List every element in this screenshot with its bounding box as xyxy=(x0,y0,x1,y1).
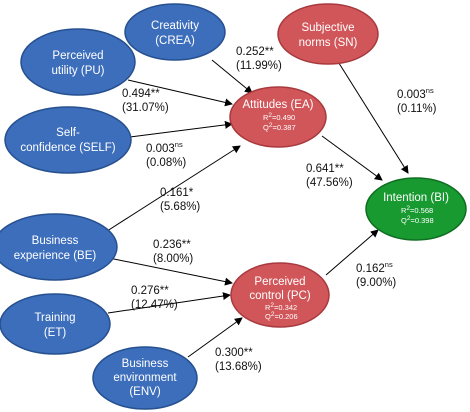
coef-be-pc: 0.236** xyxy=(153,239,191,251)
node-crea-line1: Creativity xyxy=(151,20,199,32)
node-bi-title: Intention (BI) xyxy=(383,192,449,204)
pct-be-ea: (5.68%) xyxy=(160,201,200,213)
arrow-be-pc xyxy=(108,257,233,286)
pct-et-pc: (12.47%) xyxy=(131,299,178,311)
node-et: Training (ET) xyxy=(0,293,111,355)
node-pu: Perceived utility (PU) xyxy=(20,28,136,96)
node-env-line3: (ENV) xyxy=(129,386,160,398)
label-pc-bi: 0.162ns (9.00%) xyxy=(356,260,396,289)
label-be-ea: 0.161* (5.68%) xyxy=(160,187,200,213)
node-be-line1: Business xyxy=(32,235,79,247)
pct-env-pc: (13.68%) xyxy=(215,361,262,373)
label-sn-bi: 0.003ns (0.11%) xyxy=(397,86,437,115)
label-et-pc: 0.276** (12.47%) xyxy=(131,285,178,311)
node-et-line1: Training xyxy=(34,312,75,324)
node-pc-shape xyxy=(230,262,330,328)
node-self: Self- confidence (SELF) xyxy=(4,106,132,174)
arrow-env-pc xyxy=(187,317,243,358)
label-ea-bi: 0.641** (47.56%) xyxy=(306,163,353,189)
node-ea-r2: R2=0.490 xyxy=(263,112,295,122)
node-crea-shape xyxy=(124,3,226,61)
node-be: Business experience (BE) xyxy=(0,213,118,281)
node-pc-q2: Q2=0.206 xyxy=(265,311,298,321)
node-sn: Subjective norms (SN) xyxy=(277,3,379,65)
path-arrows xyxy=(103,59,409,358)
node-self-line1: Self- xyxy=(56,127,80,139)
node-ea-title: Attitudes (EA) xyxy=(243,99,314,111)
node-env: Business environment (ENV) xyxy=(92,346,198,410)
pct-crea-ea: (11.99%) xyxy=(236,60,282,72)
node-pc-r2: R2=0.342 xyxy=(265,302,297,312)
label-pu-ea: 0.494** (31.07%) xyxy=(122,88,169,114)
arrow-et-pc xyxy=(107,292,231,314)
pct-self-ea: (0.08%) xyxy=(146,157,186,169)
arrow-pu-ea xyxy=(127,79,233,107)
node-env-line2: environment xyxy=(113,372,177,384)
node-ea: Attitudes (EA) R2=0.490 Q2=0.387 xyxy=(229,86,327,148)
coef-env-pc: 0.300** xyxy=(215,347,253,359)
node-pu-line1: Perceived xyxy=(52,50,103,62)
pct-be-pc: (8.00%) xyxy=(153,253,193,265)
node-crea: Creativity (CREA) xyxy=(124,3,226,61)
node-self-line2: confidence (SELF) xyxy=(20,142,115,154)
label-be-pc: 0.236** (8.00%) xyxy=(153,239,193,265)
node-bi-q2: Q2=0.398 xyxy=(401,215,434,225)
node-pc-line1: Perceived xyxy=(254,276,305,288)
arrow-sn-bi xyxy=(336,59,409,174)
node-bi: Intention (BI) R2=0.568 Q2=0.398 xyxy=(365,177,467,241)
coef-pu-ea: 0.494** xyxy=(122,88,160,100)
node-env-shape xyxy=(92,346,198,410)
node-et-shape xyxy=(0,293,111,355)
coef-sn-bi: 0.003ns xyxy=(397,86,434,101)
node-crea-line2: (CREA) xyxy=(155,35,195,47)
arrow-ea-bi xyxy=(321,135,383,181)
arrow-crea-ea xyxy=(211,59,253,94)
label-env-pc: 0.300** (13.68%) xyxy=(215,347,262,373)
label-self-ea: 0.003ns (0.08%) xyxy=(146,140,186,169)
coef-ea-bi: 0.641** xyxy=(306,163,344,175)
coef-crea-ea: 0.252** xyxy=(236,46,274,58)
node-sn-shape xyxy=(277,3,379,65)
node-be-shape xyxy=(0,213,118,281)
pct-sn-bi: (0.11%) xyxy=(397,103,437,115)
node-bi-shape xyxy=(365,177,467,241)
arrow-be-ea xyxy=(103,145,241,234)
pct-pu-ea: (31.07%) xyxy=(122,102,169,114)
coef-et-pc: 0.276** xyxy=(131,285,169,297)
arrow-pc-bi xyxy=(325,229,379,276)
arrow-self-ea xyxy=(129,120,233,138)
node-pc: Perceived control (PC) R2=0.342 Q2=0.206 xyxy=(230,262,330,328)
node-ea-q2: Q2=0.387 xyxy=(263,122,296,132)
coef-self-ea: 0.003ns xyxy=(146,140,183,155)
node-sn-line1: Subjective xyxy=(301,22,354,34)
label-crea-ea: 0.252** (11.99%) xyxy=(236,46,282,72)
node-pc-line2: control (PC) xyxy=(249,290,311,302)
coef-be-ea: 0.161* xyxy=(160,187,194,199)
node-bi-r2: R2=0.568 xyxy=(401,205,433,215)
coef-pc-bi: 0.162ns xyxy=(356,260,393,275)
node-pu-shape xyxy=(20,28,136,96)
node-be-line2: experience (BE) xyxy=(14,250,97,262)
node-env-line1: Business xyxy=(122,358,169,370)
node-sn-line2: norms (SN) xyxy=(299,37,358,49)
node-et-line2: (ET) xyxy=(44,327,67,339)
node-ea-shape xyxy=(229,86,327,148)
node-pu-line2: utility (PU) xyxy=(51,65,104,77)
node-self-shape xyxy=(4,106,132,174)
pct-ea-bi: (47.56%) xyxy=(306,177,353,189)
pct-pc-bi: (9.00%) xyxy=(356,277,396,289)
